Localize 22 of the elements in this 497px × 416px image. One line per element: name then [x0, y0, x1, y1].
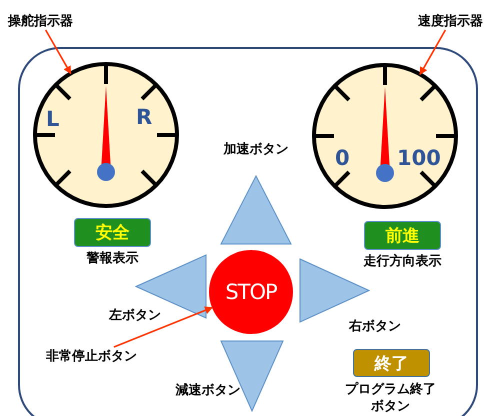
leader-line — [44, 30, 72, 74]
button-caption: 走行方向表示 — [362, 253, 442, 270]
button-caption: 右ボタン — [348, 318, 402, 335]
button-caption: 左ボタン — [108, 307, 162, 324]
exit-button: 終了 — [353, 349, 430, 377]
stop-button: STOP — [209, 250, 293, 334]
callout-label: 非常停止ボタン — [46, 347, 137, 365]
status-indicator: 安全 — [74, 218, 151, 247]
dial-label: 0 — [335, 148, 350, 169]
button-caption: 加速ボタン — [222, 141, 290, 158]
dial-label: L — [46, 109, 60, 130]
button-caption: プログラム終了ボタン — [344, 381, 437, 415]
leader-line — [114, 306, 213, 348]
callout-label: 速度指示器 — [418, 12, 483, 30]
callout-label: 操舵指示器 — [8, 12, 73, 30]
control-panel — [18, 47, 478, 416]
button-caption: 警報表示 — [86, 250, 140, 267]
dial-label: 100 — [397, 148, 441, 169]
button-caption: 減速ボタン — [174, 382, 242, 399]
status-indicator: 前進 — [364, 221, 441, 250]
dial-label: R — [136, 107, 152, 128]
leader-line — [419, 30, 446, 76]
